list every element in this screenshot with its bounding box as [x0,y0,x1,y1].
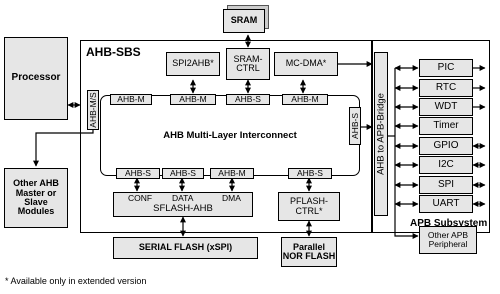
peripheral-rtc: RTC [419,79,473,97]
link-other-apb [394,204,419,239]
interconnect-block: AHB Multi-Layer Interconnect [100,95,360,176]
peripheral-rtc-label: RTC [435,81,457,93]
interconnect-label: AHB Multi-Layer Interconnect [163,129,297,141]
peripheral-timer-label: Timer [433,119,459,131]
mc-dma-label: MC-DMA* [285,58,327,69]
sram-ctrl-label: SRAM-CTRL [233,53,263,73]
port-right [349,107,361,145]
port-bot-3-label: AHB-M [218,168,246,179]
port-top-3-label: AHB-S [235,94,261,105]
parallel-nor-label: Parallel NOR FLASH [282,241,336,261]
sflash-ahb-block: SFLASH-AHB [113,192,253,217]
port-bot-4-label: AHB-S [297,168,323,179]
parallel-nor-block: Parallel NOR FLASH [281,237,337,267]
footnote: * Available only in extended version [5,276,147,286]
port-left [87,90,99,130]
peripheral-pic-label: PIC [437,61,455,73]
peripheral-i2c: I2C [419,156,473,174]
port-bot-2: AHB-S [162,168,204,179]
other-apb-block: Other APB Peripheral [419,226,477,254]
pflash-ctrl-label: PFLASH-CTRL* [289,196,328,216]
bridge-block [374,52,388,216]
other-apb-label: Other APB Peripheral [427,230,469,249]
other-ahb-label: Other AHB Master or Slave Modules [13,178,59,217]
mc-dma-block: MC-DMA* [274,52,338,76]
processor-block: Processor [4,37,68,120]
port-top-2-label: AHB-M [179,94,207,105]
peripheral-spi: SPI [419,176,473,194]
pflash-ctrl-block: PFLASH-CTRL* [278,192,340,221]
sflash-data-label: DATA [172,193,194,203]
port-top-2: AHB-M [170,94,216,105]
peripheral-gpio: GPIO [419,137,473,155]
link-other-ahb [33,130,94,167]
peripheral-timer: Timer [419,117,473,135]
bridge-label: AHB to APB-Bridge [375,93,387,175]
port-top-4: AHB-M [282,94,328,105]
port-top-4-label: AHB-M [291,94,319,105]
port-bot-4: AHB-S [288,168,332,179]
spi2ahb-block: SPI2AHB* [166,52,220,76]
apb-subsystem-label: APB Subsystem [410,218,488,229]
port-bot-3: AHB-M [210,168,254,179]
port-left-label: AHB-M/S [88,92,98,128]
serial-flash-label: SERIAL FLASH (xSPI) [138,242,233,253]
port-bot-1-label: AHB-S [125,168,151,179]
other-ahb-block: Other AHB Master or Slave Modules [4,168,68,228]
sram-ctrl-block: SRAM-CTRL [226,48,270,80]
sram-block: SRAM [223,9,265,33]
port-right-label: AHB-S [350,113,360,139]
sflash-ahb-label: SFLASH-AHB [153,203,213,215]
port-top-1: AHB-M [110,94,152,105]
port-bot-1: AHB-S [116,168,160,179]
sflash-dma-label: DMA [222,193,241,203]
port-top-3: AHB-S [226,94,270,105]
peripheral-wdt: WDT [419,98,473,116]
ahb-sbs-container [80,40,372,233]
peripheral-i2c-label: I2C [438,158,454,170]
peripheral-wdt-label: WDT [434,100,458,112]
port-bot-2-label: AHB-S [170,168,196,179]
peripheral-gpio-label: GPIO [433,139,459,151]
peripheral-spi-label: SPI [437,178,455,190]
sram-label: SRAM [230,15,258,26]
spi2ahb-label: SPI2AHB* [172,58,214,69]
peripheral-pic: PIC [419,59,473,77]
processor-label: Processor [11,72,61,84]
sflash-conf-label: CONF [128,193,153,203]
peripheral-uart: UART [419,195,473,213]
peripheral-uart-label: UART [432,197,460,209]
serial-flash-block: SERIAL FLASH (xSPI) [113,237,258,259]
ahb-sbs-title: AHB-SBS [86,45,141,59]
port-top-1-label: AHB-M [117,94,145,105]
